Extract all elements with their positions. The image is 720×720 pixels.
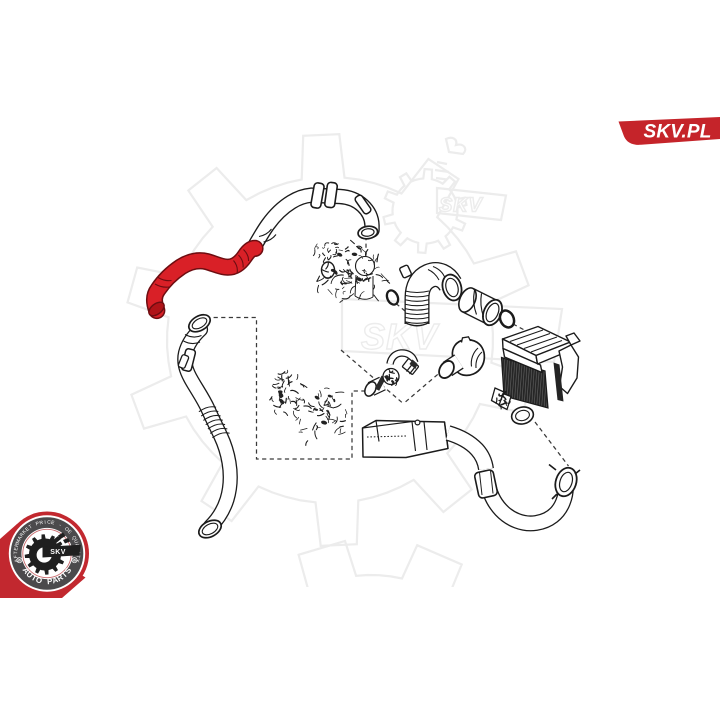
svg-text:R: R [39, 520, 44, 527]
svg-text:T: T [75, 555, 81, 559]
svg-text:U: U [72, 539, 79, 545]
svg-text:E: E [66, 529, 73, 536]
svg-text:A: A [17, 535, 24, 541]
svg-text:-: - [58, 523, 62, 528]
svg-text:C: C [47, 520, 51, 526]
svg-text:O: O [35, 575, 44, 585]
svg-text:U: U [24, 570, 35, 581]
svg-text:O: O [63, 526, 70, 533]
svg-text:S: S [63, 566, 73, 575]
svg-text:E: E [13, 546, 20, 551]
svg-text:R: R [19, 531, 26, 538]
svg-text:T: T [28, 524, 34, 531]
svg-text:E: E [24, 526, 31, 533]
svg-text:P: P [35, 521, 40, 528]
svg-text:SKV: SKV [439, 195, 483, 217]
svg-text:P: P [47, 577, 53, 587]
svg-text:T: T [30, 573, 39, 583]
svg-text:SKV: SKV [50, 549, 66, 556]
svg-text:R: R [14, 542, 21, 547]
svg-text:E: E [51, 520, 56, 527]
svg-text:R: R [55, 573, 65, 584]
svg-text:F: F [13, 555, 19, 559]
svg-text:T: T [13, 551, 19, 554]
svg-text:A: A [21, 566, 32, 576]
svg-text:SKV.PL: SKV.PL [643, 121, 711, 142]
svg-text:I: I [44, 520, 46, 526]
svg-text:M: M [15, 539, 22, 545]
svg-text:T: T [60, 570, 70, 580]
svg-text:A: A [51, 575, 60, 585]
svg-text:K: K [21, 528, 28, 535]
svg-text:Q: Q [70, 535, 77, 541]
